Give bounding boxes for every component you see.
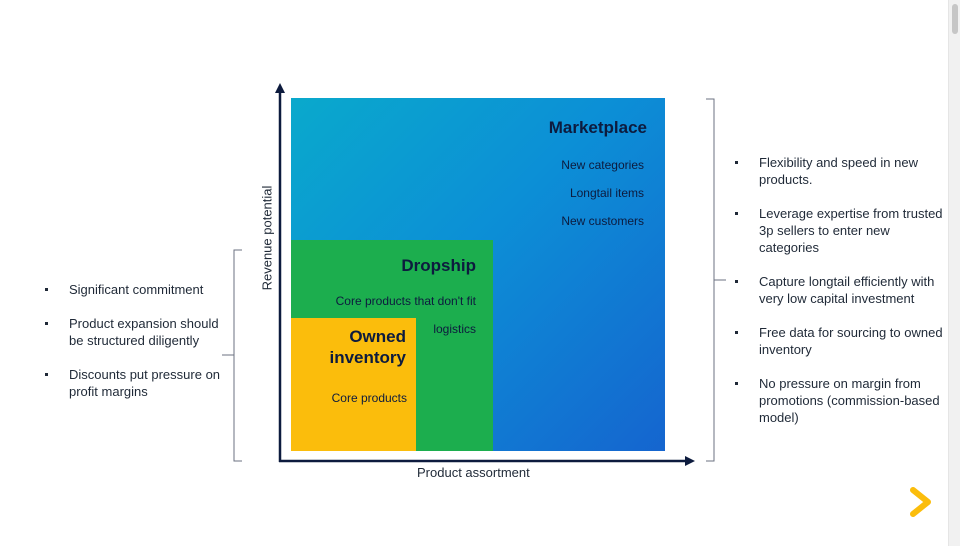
owned-title-line-2: inventory xyxy=(329,348,406,367)
dropship-line-1: Core products that don't fit xyxy=(335,294,476,308)
right-bullet-4: Free data for sourcing to owned inventor… xyxy=(733,324,948,358)
x-axis-label: Product assortment xyxy=(417,465,530,480)
owned-line-1: Core products xyxy=(331,391,407,405)
right-bullet-list: Flexibility and speed in new products. L… xyxy=(733,154,948,443)
owned-inventory-description: Core products xyxy=(332,377,407,419)
marketplace-line-3: New customers xyxy=(561,214,644,228)
y-axis-label: Revenue potential xyxy=(259,185,275,291)
dropship-description: Core products that don't fit logistics xyxy=(336,280,476,350)
chevron-logo-icon xyxy=(910,487,931,517)
owned-inventory-title: Owned inventory xyxy=(329,326,406,368)
owned-title-line-1: Owned xyxy=(349,327,406,346)
marketplace-description: New categories Longtail items New custom… xyxy=(561,144,644,242)
right-bullet-3: Capture longtail efficiently with very l… xyxy=(733,273,948,307)
owned-inventory-block xyxy=(291,318,416,451)
left-bracket xyxy=(222,249,242,462)
marketplace-title: Marketplace xyxy=(548,118,647,137)
right-bullet-1: Flexibility and speed in new products. xyxy=(733,154,948,188)
left-bullet-1: Significant commitment xyxy=(43,281,223,298)
dropship-title: Dropship xyxy=(401,256,476,275)
left-bullet-list: Significant commitment Product expansion… xyxy=(43,281,223,417)
page-scrollbar[interactable] xyxy=(948,0,960,546)
marketplace-line-2: Longtail items xyxy=(569,186,644,200)
marketplace-line-1: New categories xyxy=(561,158,644,172)
left-bullet-2: Product expansion should be structured d… xyxy=(43,315,223,349)
dropship-line-2: logistics xyxy=(433,322,476,336)
right-bullet-5: No pressure on margin from promotions (c… xyxy=(733,375,948,426)
right-bracket xyxy=(706,98,726,462)
scrollbar-thumb[interactable] xyxy=(952,4,958,34)
left-bullet-3: Discounts put pressure on profit margins xyxy=(43,366,223,400)
right-bullet-2: Leverage expertise from trusted 3p selle… xyxy=(733,205,948,256)
